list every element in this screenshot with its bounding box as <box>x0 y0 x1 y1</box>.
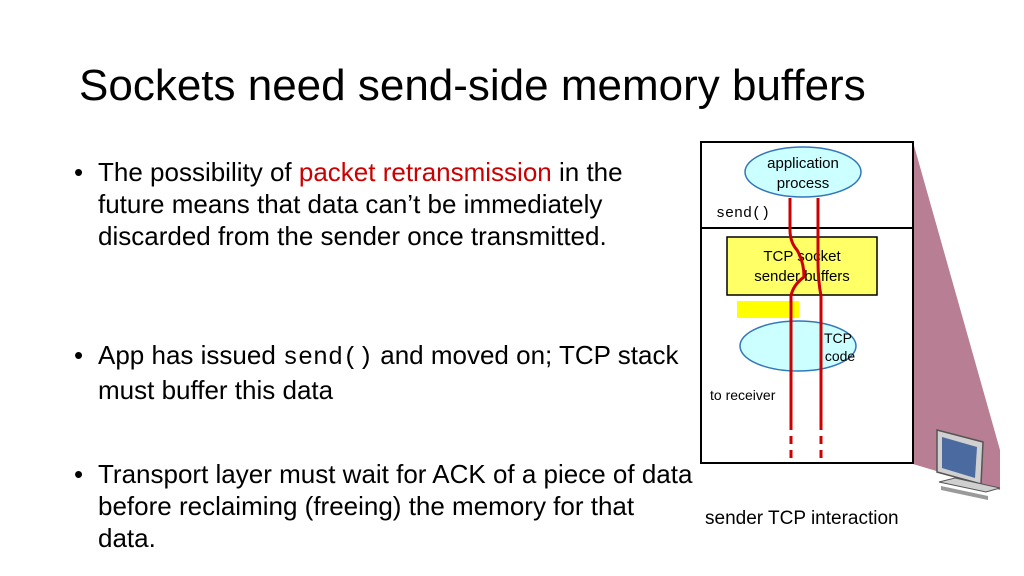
inline-code: send() <box>283 343 374 372</box>
buffer-label-1: TCP socket <box>763 248 841 265</box>
highlight-text: packet retransmission <box>298 157 552 187</box>
bullet-text: The possibility of <box>98 157 299 187</box>
bullet-text: and moved on; TCP stack must buffer this… <box>98 340 679 405</box>
page-title: Sockets need send-side memory buffers <box>79 61 866 110</box>
data-path-up <box>816 198 823 422</box>
diagram-caption: sender TCP interaction <box>705 508 899 529</box>
data-path-down <box>788 198 806 422</box>
bullet-dot: • <box>74 459 84 489</box>
bullet-send-call: • App has issued send() and moved on; TC… <box>74 339 694 406</box>
bullet-retransmission: • The possibility of packet retransmissi… <box>74 156 694 252</box>
app-process-label-2: process <box>777 175 830 192</box>
buffer-label-2: sender buffers <box>754 268 850 285</box>
app-process-label-1: application <box>767 155 839 172</box>
tcp-code-ellipse <box>739 320 857 372</box>
bullet-text: Transport layer must wait for ACK of a p… <box>98 459 693 553</box>
bullet-dot: • <box>74 340 84 370</box>
bullet-text: in the future means that data can’t be i… <box>98 157 623 251</box>
buffered-data-chunk <box>737 301 799 318</box>
bullet-text: App has issued <box>98 340 284 370</box>
bullet-dot: • <box>74 157 84 187</box>
tcp-code-label-2: code <box>825 348 856 364</box>
application-process-ellipse <box>744 146 862 198</box>
computer-icon <box>936 429 1001 500</box>
side-panel <box>913 142 1000 490</box>
bullet-ack-wait: • Transport layer must wait for ACK of a… <box>74 458 694 554</box>
send-call-label: send() <box>716 205 770 222</box>
tcp-code-label-1: TCP <box>824 330 852 346</box>
to-receiver-label: to receiver <box>710 387 776 403</box>
